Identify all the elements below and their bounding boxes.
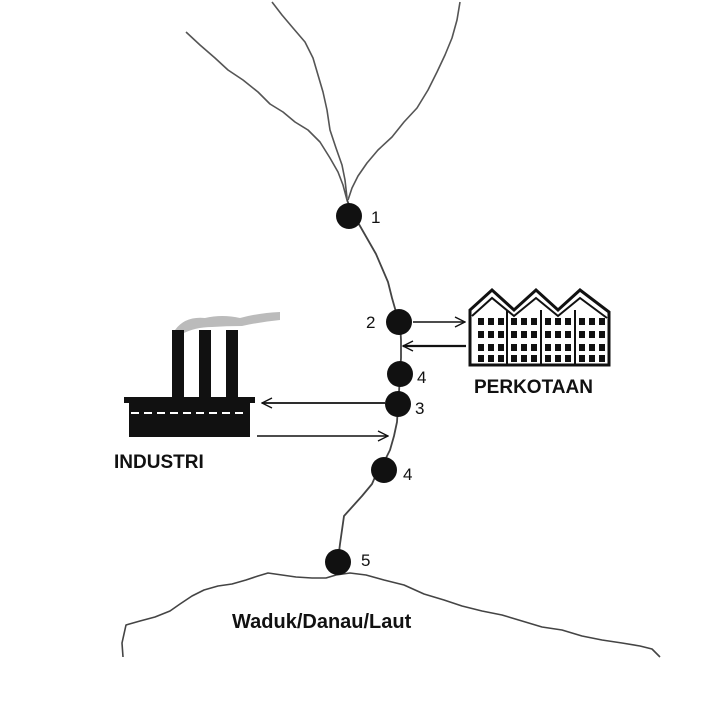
city-label: PERKOTAAN [474, 377, 593, 398]
station-1-label: 1 [371, 208, 380, 227]
industry-label: INDUSTRI [114, 452, 204, 473]
station-2-dot[interactable] [386, 309, 412, 335]
tributary-north [271, 1, 348, 199]
main-river [334, 199, 402, 573]
tributary-northeast [347, 1, 461, 201]
station-3-label: 3 [415, 399, 424, 418]
tributary-northwest [185, 31, 348, 201]
station-5-label: 5 [361, 551, 370, 570]
city-buildings-icon [468, 287, 611, 367]
water-body-label: Waduk/Danau/Laut [232, 611, 412, 633]
station-2-label: 2 [366, 313, 375, 332]
water-shoreline [121, 572, 661, 658]
station-4-upper-dot[interactable] [387, 361, 413, 387]
station-5-dot[interactable] [325, 549, 351, 575]
station-4-lower-dot[interactable] [371, 457, 397, 483]
factory-icon [124, 312, 280, 437]
station-1-dot[interactable] [336, 203, 362, 229]
factory-smoke [175, 312, 280, 334]
river-tributaries [185, 1, 461, 201]
station-4-upper-label: 4 [417, 368, 426, 387]
station-3-dot[interactable] [385, 391, 411, 417]
station-4-lower-label: 4 [403, 465, 412, 484]
sampling-stations [325, 203, 413, 575]
